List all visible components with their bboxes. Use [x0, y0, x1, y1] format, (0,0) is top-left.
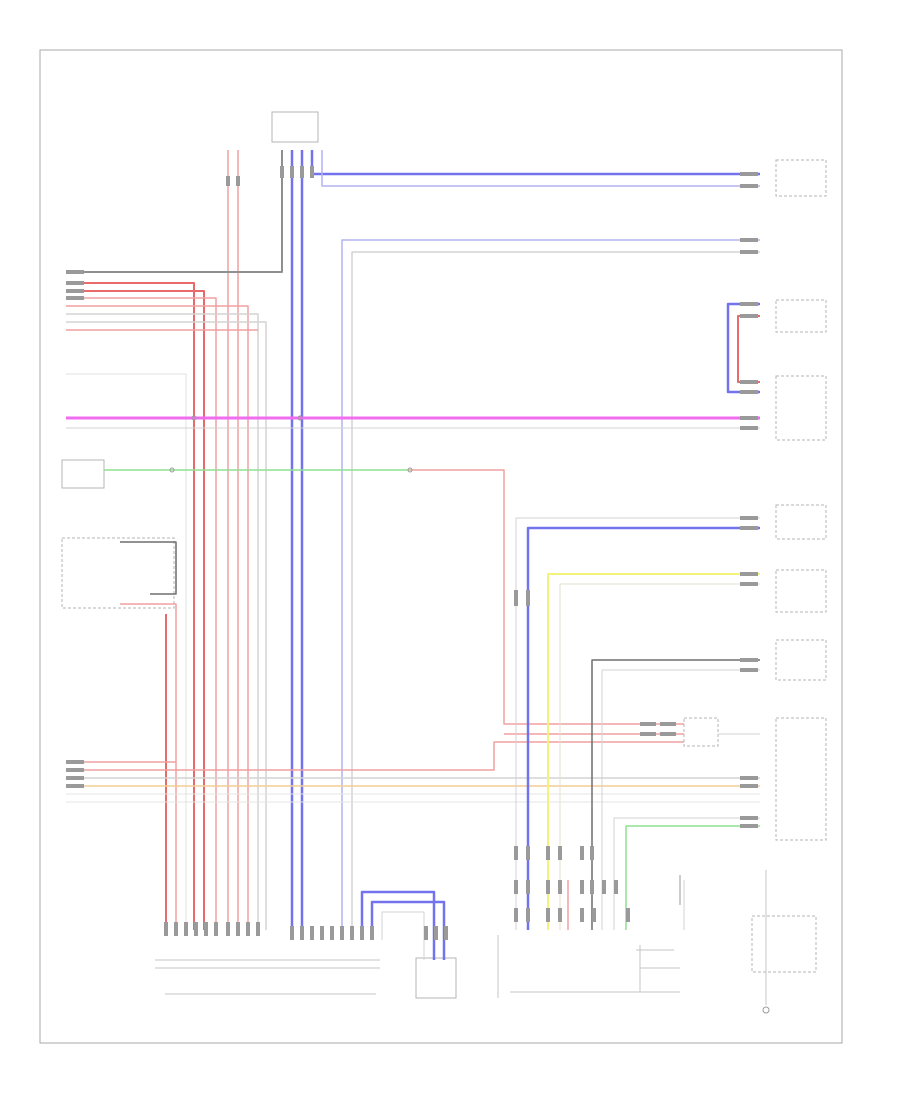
- wire-light-right-2: [515, 517, 760, 930]
- left-switch-box-2: [61, 537, 175, 609]
- wire-light-jumper: [381, 911, 425, 960]
- right-switch-box-3: [775, 375, 827, 441]
- wire-light-gray-right: [601, 669, 760, 930]
- bottom-center-sensor-box: [415, 957, 457, 999]
- wire-red-loop: [737, 315, 760, 383]
- bottom-right-unit-box: [751, 915, 817, 973]
- wire-light-6: [351, 251, 760, 940]
- wire-red-mid: [410, 469, 684, 725]
- bottom-connector-blocks: [155, 870, 767, 1005]
- right-unit-box-5: [775, 569, 827, 613]
- wire-gray-switch2: [120, 541, 177, 595]
- splice-marks: [169, 415, 770, 1014]
- right-sensor-box-2: [775, 299, 827, 333]
- wire-light-left-6: [66, 321, 267, 930]
- top-center-connector-box: [271, 111, 319, 143]
- wire-green-right: [625, 825, 760, 930]
- wire-red-lower-2: [66, 741, 684, 771]
- wire-red-left-2: [66, 290, 205, 930]
- wire-gray-right: [591, 659, 760, 930]
- wire-light-left-8: [66, 373, 187, 930]
- wire-red-left-3: [66, 297, 217, 930]
- right-unit-box-6: [775, 639, 827, 681]
- wire-blue-right: [526, 526, 760, 930]
- wire-gray-top: [66, 150, 283, 273]
- left-switch-box-1: [61, 459, 105, 489]
- pin-markers: [66, 166, 758, 860]
- wire-red-left-4: [66, 305, 249, 930]
- component-boxes: [61, 111, 827, 999]
- right-unit-box-4: [775, 504, 827, 540]
- bottom-pin-rows: [164, 880, 630, 940]
- right-sensor-box-1: [775, 159, 827, 197]
- right-unit-box-7: [775, 717, 827, 841]
- wire-blue-3: [310, 150, 760, 176]
- diagram-frame: [39, 49, 843, 1044]
- wire-light-green-right: [613, 817, 760, 930]
- wire-light-left-5: [66, 313, 259, 930]
- wire-harness: [66, 150, 760, 960]
- wire-light-yellow-2: [559, 583, 760, 930]
- wire-red-switch2: [120, 603, 177, 930]
- wire-lightblue-4: [321, 150, 760, 187]
- wire-lightblue-5: [341, 239, 760, 940]
- mid-right-connector-box: [683, 717, 719, 747]
- wire-yellow: [547, 573, 760, 930]
- wire-red-left-1: [66, 282, 195, 930]
